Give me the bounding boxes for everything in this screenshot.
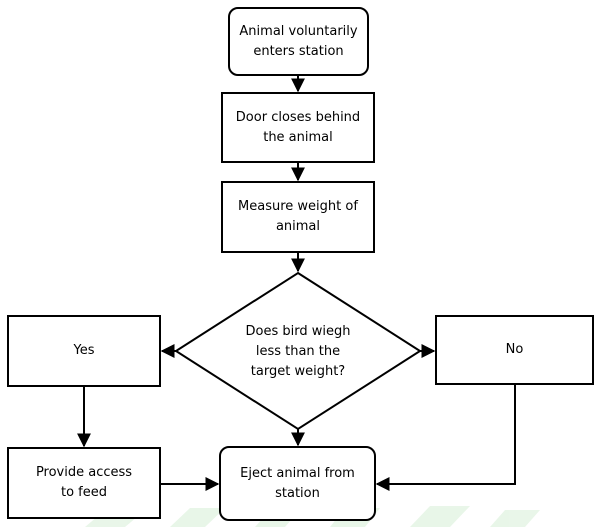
arrow-no-to-eject [375,385,516,491]
provide-feed-node: Provide access to feed [7,447,161,519]
yes-node: Yes [7,315,161,387]
no-node: No [435,315,594,385]
start-node: Animal voluntarily enters station [228,7,369,76]
door-closes-node: Door closes behind the animal [221,92,375,163]
eject-animal-node: Eject animal from station [219,446,376,521]
decision-label: Does bird wiegh less than the target wei… [245,324,351,379]
measure-weight-node: Measure weight of animal [221,181,375,253]
